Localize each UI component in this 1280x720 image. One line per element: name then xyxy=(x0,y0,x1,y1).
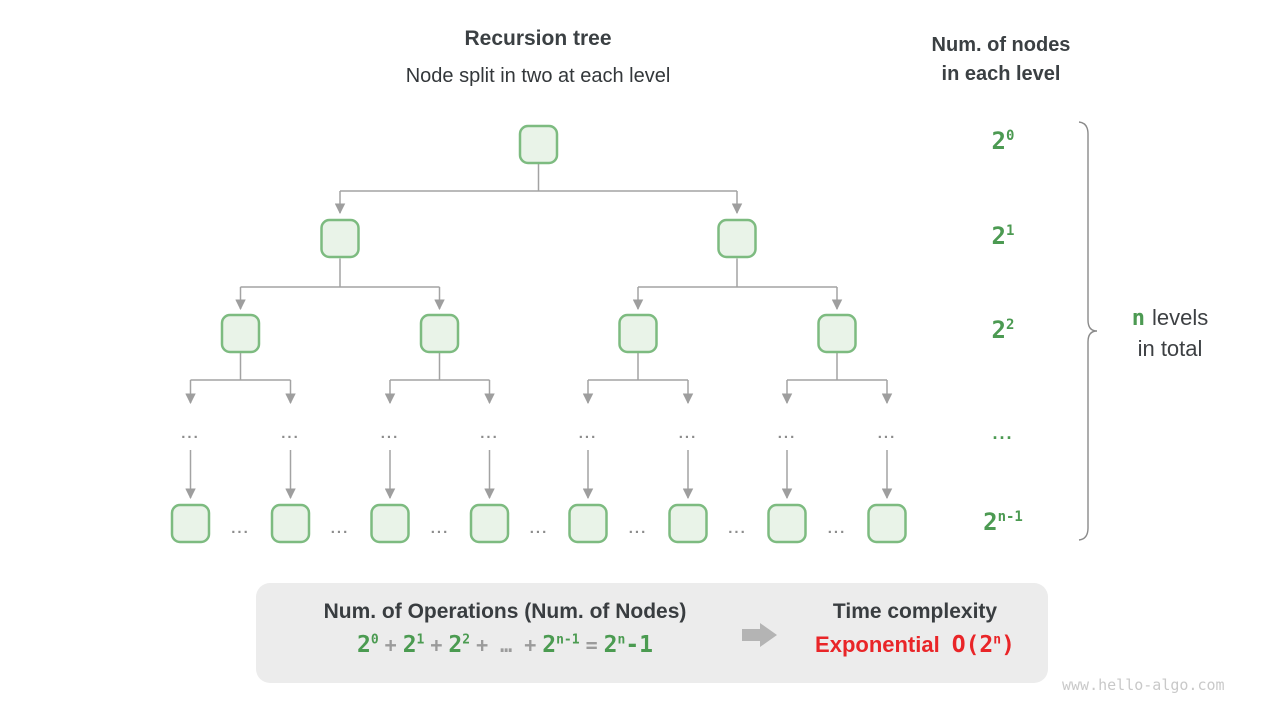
tree-node xyxy=(668,503,708,544)
level-count-2-1: 21 xyxy=(963,222,1043,250)
term: 21 xyxy=(402,632,425,658)
tree-node xyxy=(469,503,510,544)
right-header-line2: in each level xyxy=(941,63,1061,85)
svg-text:...: ... xyxy=(480,425,499,442)
plus-op: + xyxy=(430,633,443,657)
ellipsis-op: … xyxy=(500,633,513,657)
tree-nodes xyxy=(170,124,907,544)
right-column-header: Num. of nodes in each level xyxy=(901,31,1101,89)
tree-node xyxy=(270,503,311,544)
connector-level-2 xyxy=(185,352,893,405)
svg-text:...: ... xyxy=(181,425,200,442)
arrow-right-icon xyxy=(742,623,777,647)
equals-op: = xyxy=(585,633,598,657)
tree-node xyxy=(419,313,460,354)
levels-brace xyxy=(1078,121,1098,541)
label-base: 2 xyxy=(991,222,1006,250)
label-sup: n-1 xyxy=(997,509,1023,525)
operations-title: Num. of Operations (Num. of Nodes) xyxy=(323,600,687,623)
level-count-2-n-1: 2n-1 xyxy=(963,508,1043,536)
tree-node xyxy=(867,503,907,544)
connector-level-3 xyxy=(185,450,893,500)
svg-text:...: ... xyxy=(530,520,549,537)
svg-text:...: ... xyxy=(828,520,847,537)
watermark: www.hello-algo.com xyxy=(1062,676,1225,694)
term: 2n-1 xyxy=(542,632,580,658)
operations-formula: 20+21+22+…+2n-1=2n-1 xyxy=(295,632,715,658)
levels-total-line2: in total xyxy=(1137,336,1203,361)
svg-text:...: ... xyxy=(728,520,747,537)
operations-block: Num. of Operations (Num. of Nodes) 20+21… xyxy=(295,600,715,658)
label-sup: 0 xyxy=(1006,128,1015,144)
tree-node xyxy=(518,124,559,165)
svg-text:...: ... xyxy=(679,425,698,442)
tree-node xyxy=(817,313,857,354)
tree-node xyxy=(618,313,658,354)
svg-text:...: ... xyxy=(878,425,897,442)
tree-node xyxy=(170,503,211,544)
tree-node xyxy=(370,503,410,544)
label-base: 2 xyxy=(991,127,1006,155)
level-count-2-0: 20 xyxy=(963,127,1043,155)
right-header-line1: Num. of nodes xyxy=(931,34,1071,56)
complexity-result: Exponential O(2n) xyxy=(795,632,1035,658)
tree-node xyxy=(717,218,757,259)
complexity-word: Exponential xyxy=(815,632,940,657)
plus-op: + xyxy=(384,633,397,657)
figure-subtitle: Node split in two at each level xyxy=(405,65,671,87)
svg-text:...: ... xyxy=(231,520,250,537)
level-count-ellipsis: ... xyxy=(992,423,1014,443)
label-sup: 1 xyxy=(1006,223,1015,239)
connector-level-1 xyxy=(235,258,843,311)
plus-op: + xyxy=(476,633,489,657)
term: 20 xyxy=(356,632,379,658)
big-o-notation: O(2n) xyxy=(951,632,1015,658)
svg-text:...: ... xyxy=(281,425,300,442)
time-complexity-title: Time complexity xyxy=(832,600,998,623)
plus-op: + xyxy=(524,633,537,657)
svg-text:...: ... xyxy=(778,425,797,442)
connector-level-0 xyxy=(334,163,743,215)
figure-title: Recursion tree xyxy=(464,27,612,50)
result-term: 2n-1 xyxy=(603,632,654,658)
label-base: 2 xyxy=(983,508,998,536)
level-count-2-2: 22 xyxy=(963,316,1043,344)
term: 22 xyxy=(448,632,471,658)
tree-node xyxy=(320,218,360,259)
svg-text:...: ... xyxy=(381,425,400,442)
time-complexity-block: Time complexity Exponential O(2n) xyxy=(795,600,1035,658)
bottom-ellipsis-row: ... ... ... ... ... ... ... xyxy=(231,520,847,537)
n-symbol: n xyxy=(1131,306,1145,331)
label-sup: 2 xyxy=(1006,317,1015,333)
label-base: 2 xyxy=(991,316,1006,344)
svg-text:...: ... xyxy=(331,520,350,537)
levels-word: levels xyxy=(1152,305,1209,330)
tree-node xyxy=(568,503,608,544)
svg-text:...: ... xyxy=(629,520,648,537)
tree-node xyxy=(767,503,807,544)
tree-ellipsis-row: ... ... ... ... ... ... ... ... xyxy=(181,425,897,442)
svg-text:...: ... xyxy=(431,520,450,537)
svg-text:...: ... xyxy=(579,425,598,442)
tree-node xyxy=(220,313,261,354)
summary-box xyxy=(256,583,1048,683)
